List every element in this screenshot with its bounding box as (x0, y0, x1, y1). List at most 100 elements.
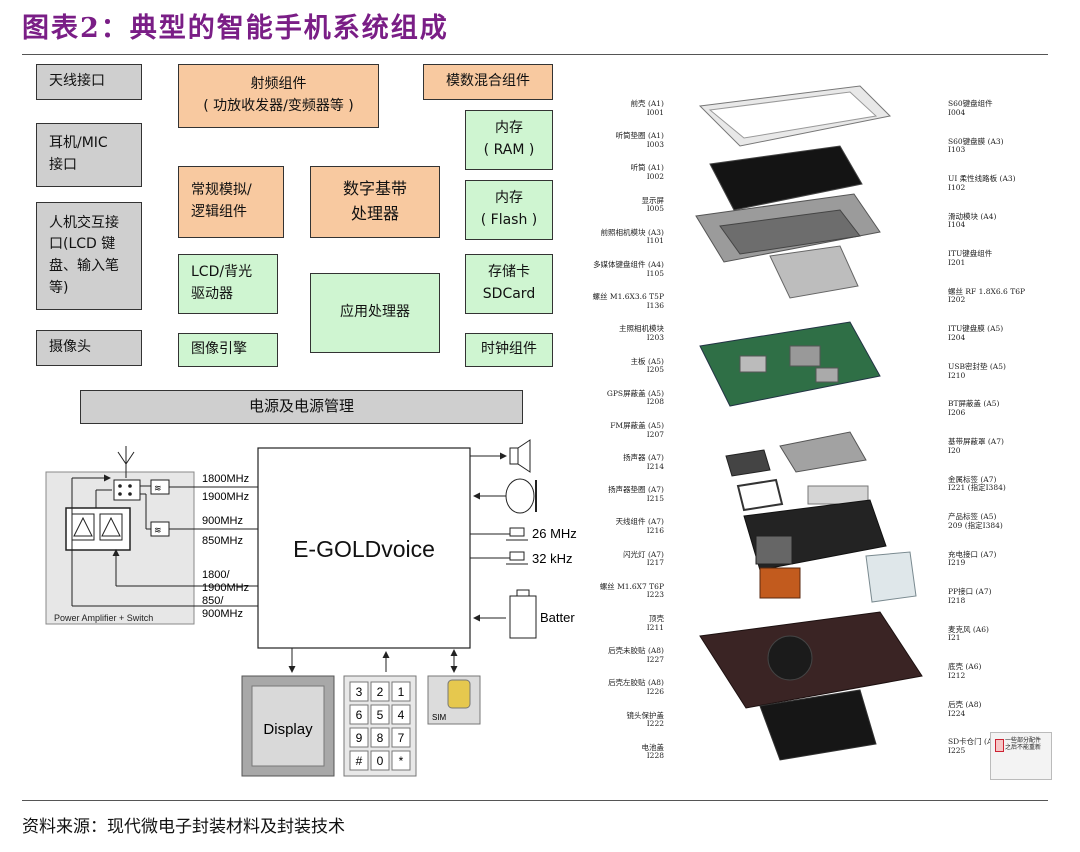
bottom-shell-part (865, 551, 917, 603)
part-callout: 主板 (A5) I205 (630, 356, 664, 375)
part-callout: ITU键盘组件 I201 (948, 249, 993, 267)
crystal-label: 32 kHz (532, 551, 572, 566)
band-label: 850/ (202, 595, 224, 607)
battery-cover-part (759, 689, 877, 761)
rf-block: 射频组件 ( 功放收发器/变频器等 ) (178, 64, 379, 128)
crystal-icon (509, 527, 525, 537)
part-callout: USB密封垫 (A5) I210 (948, 361, 1006, 380)
keypad-key (349, 681, 369, 702)
part-callout: PP接口 (A7) I218 (948, 587, 992, 605)
crystal-label: 26 MHz (532, 526, 577, 541)
lcd-driver-block: LCD/背光 驱动器 (178, 254, 278, 314)
keypad-key-label: 8 (377, 731, 384, 745)
part-callout: 基带屏蔽罩 (A7) I20 (948, 437, 1004, 455)
baseband-processor-block: 数字基带 处理器 (310, 166, 440, 238)
source-note: 资料来源：现代微电子封装材料及封装技术 (22, 817, 345, 837)
chip-box (257, 447, 471, 649)
display-label: Display (263, 721, 313, 738)
keyboard-part (769, 245, 859, 299)
keypad-key (391, 704, 411, 725)
part-callout: 扬声器 (A7) I214 (623, 453, 664, 471)
part-callout: 前壳 (A1) I001 (630, 99, 664, 117)
keypad-key-label: 0 (377, 754, 384, 768)
switch-icon (113, 479, 141, 501)
part-callout: 滑动模块 (A4) I104 (948, 211, 997, 230)
keypad-key (370, 704, 390, 725)
band-label: 1900MHz (202, 491, 249, 503)
keypad-key-label: # (356, 754, 363, 768)
part-callout: 多媒体键盘组件 (A4) I105 (593, 259, 664, 278)
part-callout: 螺丝 M1.6X7 T6P I223 (599, 581, 664, 600)
keypad-key (391, 727, 411, 748)
part-callout: 螺丝 RF 1.8X6.6 T6P I202 (948, 286, 1026, 305)
crystal-icon (509, 551, 525, 561)
chipset-schematic: Power Amplifier + Switch ≋ ≋ 1800MHz 190… (45, 439, 577, 777)
part-callout: 螺丝 M1.6X3.6 T5P I136 (592, 292, 664, 310)
part-callout: 产品标签 (A5) 209 (指定I384) (948, 512, 1003, 530)
display-part (709, 145, 863, 211)
part-callout: 听筒 (A1) I002 (630, 163, 664, 181)
legend-note-text: 一些部分配件 之后不能重新 (1005, 737, 1042, 751)
legend-note: 一些部分配件 之后不能重新 (990, 732, 1052, 780)
microphone-icon (505, 478, 535, 514)
part-callout: S60键盘组件 I004 (948, 99, 993, 117)
band-label: 1800/ (202, 569, 230, 581)
figure-title: 图表2：典型的智能手机系统组成 (22, 13, 449, 44)
keypad-key-label: 1 (398, 685, 405, 699)
part-callout: 闪光灯 (A7) I217 (623, 549, 664, 568)
band-label: 1800MHz (202, 473, 249, 485)
title-rule (22, 54, 1048, 55)
ram-block: 内存 ( RAM ) (465, 110, 553, 170)
shield-part (779, 431, 867, 473)
part-callout: GPS屏蔽盖 (A5) I208 (606, 388, 664, 407)
antenna-interface-block: 天线接口 (36, 64, 142, 100)
part-callout: 电池盖 I228 (641, 742, 665, 761)
keypad-key-label: 2 (377, 685, 384, 699)
svg-text:≋: ≋ (154, 525, 162, 535)
application-processor-block: 应用处理器 (310, 273, 440, 353)
part-callout: BT屏蔽盖 (A5) I206 (948, 399, 1000, 418)
part-callout: 扬声器垫圈 (A7) I215 (608, 485, 664, 503)
hmi-interface-block: 人机交互接 口(LCD 键 盘、输入笔 等) (36, 202, 142, 310)
keypad-key-label: 6 (356, 708, 363, 722)
band-label: 900MHz (202, 608, 243, 620)
band-label: 850MHz (202, 535, 243, 547)
keypad-key-label: 3 (356, 685, 363, 699)
exploded-phone-view (695, 85, 923, 761)
part-callout: UI 柔性线路板 (A3) I102 (948, 174, 1016, 192)
keypad-key (370, 750, 390, 771)
keypad-key (391, 750, 411, 771)
band-label: 1900MHz (202, 582, 249, 594)
camera-block: 摄像头 (36, 330, 142, 366)
svg-text:≋: ≋ (154, 483, 162, 493)
keypad-key (370, 727, 390, 748)
battery-label: Batter (540, 610, 575, 625)
keypad-key (349, 750, 369, 771)
part-callout: 镜头保护盖 I222 (626, 710, 665, 729)
keypad-key (349, 727, 369, 748)
power-management-block: 电源及电源管理 (80, 390, 523, 424)
chip-label: E-GOLDvoice (293, 536, 435, 562)
band-label: 900MHz (202, 515, 243, 527)
keypad-key (370, 681, 390, 702)
part-callout: S60键盘膜 (A3) I103 (948, 136, 1004, 155)
part-callout: 后壳左胶贴 (A8) I226 (608, 678, 664, 697)
clock-block: 时钟组件 (465, 333, 553, 367)
mixed-signal-block: 模数混合组件 (423, 64, 553, 100)
part-callout: 后壳 (A8) I224 (948, 699, 982, 718)
part-callout: 充电接口 (A7) I219 (948, 549, 997, 568)
keypad-key-label: 7 (398, 731, 405, 745)
keypad-key-label: 5 (377, 708, 384, 722)
flash-block: 内存 ( Flash ) (465, 180, 553, 240)
part-callout: 天线组件 (A7) I216 (615, 517, 664, 536)
keypad-key (391, 681, 411, 702)
keypad-key-label: * (399, 754, 404, 768)
keypad-key-label: 9 (356, 731, 363, 745)
part-callout: 主照相机模块 I203 (619, 324, 664, 342)
image-engine-block: 图像引擎 (178, 333, 278, 367)
bag-icon (995, 739, 1004, 752)
part-callout: 麦克风 (A6) I21 (948, 624, 989, 643)
part-callout: 前照相机模块 (A3) I101 (600, 227, 664, 246)
analog-logic-block: 常规模拟/ 逻辑组件 (178, 166, 284, 238)
